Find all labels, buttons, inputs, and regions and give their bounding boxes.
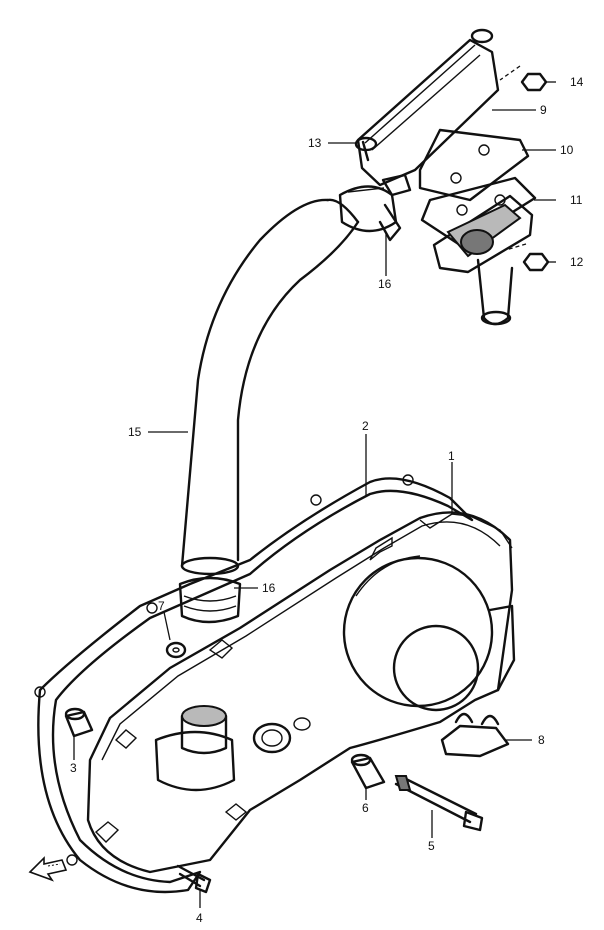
callout-6: 6 bbox=[362, 801, 369, 815]
bracket-part-9 bbox=[354, 28, 500, 197]
intake-snorkel bbox=[154, 705, 236, 792]
duct-hose-part-15 bbox=[180, 198, 360, 576]
callout-9: 9 bbox=[540, 103, 547, 117]
hose-clamp-upper bbox=[338, 185, 402, 242]
short-bolt-part-4 bbox=[176, 864, 212, 894]
callout-11: 11 bbox=[570, 193, 583, 207]
callout-5: 5 bbox=[428, 839, 435, 853]
callout-4: 4 bbox=[196, 911, 203, 925]
leader-lines bbox=[73, 81, 556, 908]
callout-15: 15 bbox=[128, 425, 142, 439]
gasket-part-2 bbox=[34, 474, 474, 894]
nut-part-12 bbox=[505, 243, 550, 272]
dowel-part-6 bbox=[350, 753, 386, 790]
callout-12: 12 bbox=[570, 255, 584, 269]
callout-16-upper: 16 bbox=[378, 277, 392, 291]
callout-1: 1 bbox=[448, 449, 455, 463]
callout-14: 14 bbox=[570, 75, 584, 89]
dowel-pin-part-3 bbox=[64, 707, 94, 738]
plate-part-10 bbox=[418, 128, 530, 202]
arrow-down-left-icon bbox=[28, 856, 68, 882]
callout-7: 7 bbox=[158, 599, 165, 613]
callout-8: 8 bbox=[538, 733, 545, 747]
long-bolt-part-5 bbox=[394, 775, 484, 832]
callout-10: 10 bbox=[560, 143, 574, 157]
callout-13: 13 bbox=[308, 136, 322, 150]
washer-part-7 bbox=[165, 641, 187, 659]
callout-2: 2 bbox=[362, 419, 369, 433]
callout-3: 3 bbox=[70, 761, 77, 775]
crankcase-cover-part-1 bbox=[86, 511, 516, 874]
bracket-part-8 bbox=[440, 712, 510, 758]
bolt-part-13 bbox=[361, 140, 370, 162]
nut-part-14 bbox=[499, 65, 548, 92]
callout-16-lower: 16 bbox=[262, 581, 276, 595]
housing-with-outlet bbox=[432, 194, 534, 326]
